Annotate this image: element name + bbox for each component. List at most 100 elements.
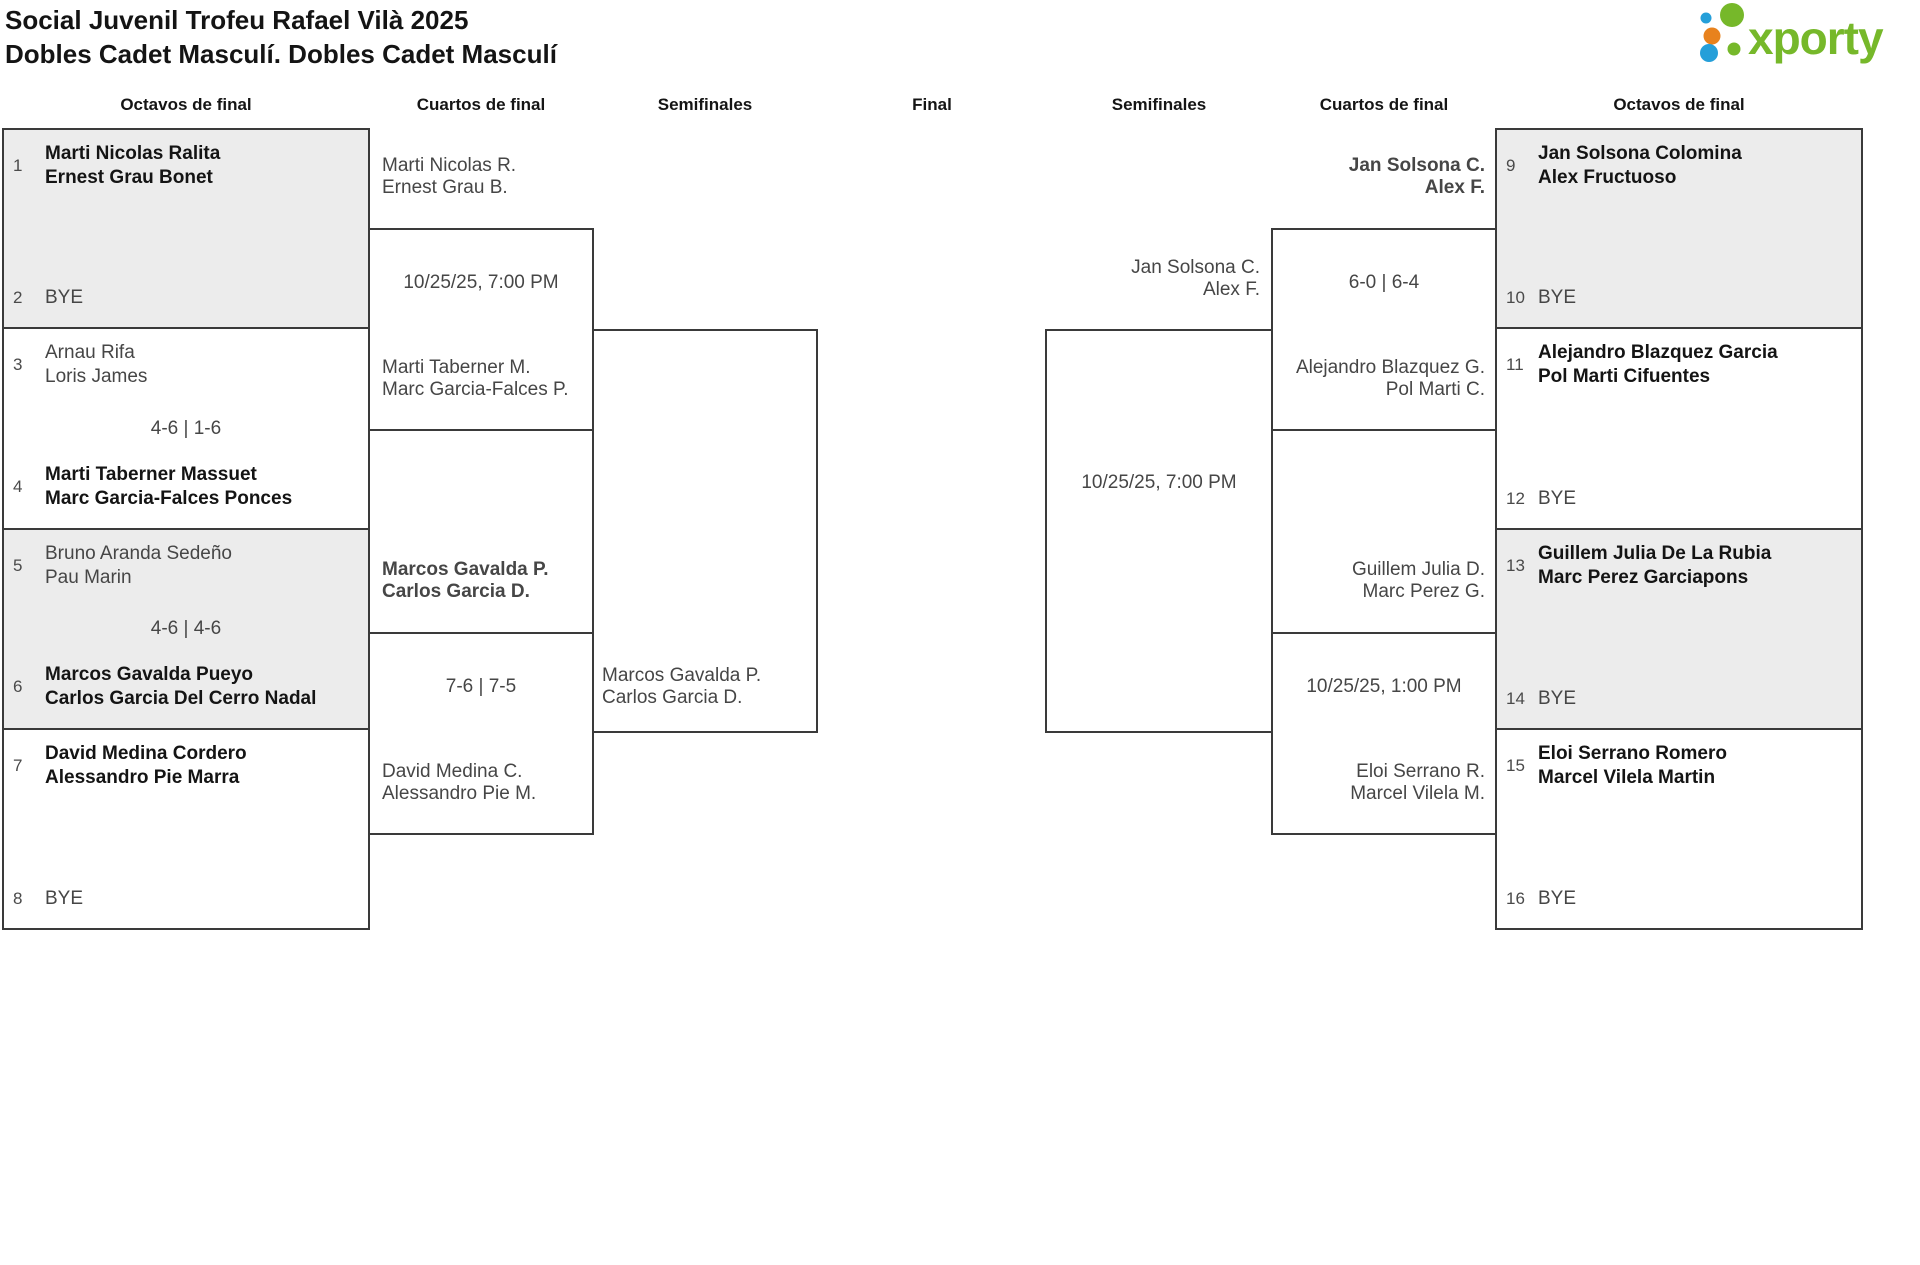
player-name: Jan Solsona C.	[1131, 257, 1260, 278]
player-name: Alex Fructuoso	[1538, 167, 1677, 188]
qf4-match-box: 10/25/25, 1:00 PM	[1271, 632, 1497, 835]
seed-number: 10	[1506, 288, 1525, 307]
logo-dots-icon	[1700, 3, 1744, 62]
qf1-bottom-team: Marti Taberner M. Marc Garcia-Falces P.	[382, 357, 569, 401]
player-name: Ernest Grau B.	[382, 177, 508, 198]
qf2-bottom-team: David Medina C. Alessandro Pie M.	[382, 761, 536, 805]
seed-number: 4	[13, 477, 23, 496]
seed-number: 7	[13, 756, 23, 775]
player-name: Loris James	[45, 366, 148, 387]
seed-number: 16	[1506, 889, 1525, 908]
qf3-score-or-date: 6-0 | 6-4	[1348, 272, 1420, 293]
qf1-match-box: 10/25/25, 7:00 PM	[368, 228, 594, 431]
team-slot: 16 BYE	[1506, 887, 1853, 911]
qf4-bottom-team: Eloi Serrano R. Marcel Vilela M.	[1285, 761, 1485, 805]
player-name: Marc Perez Garciapons	[1538, 567, 1749, 588]
seed-number: 3	[13, 355, 23, 374]
qf2-score-or-date: 7-6 | 7-5	[445, 676, 517, 697]
page-title: Social Juvenil Trofeu Rafael Vilà 2025 D…	[5, 3, 557, 71]
player-name: Pau Marin	[45, 567, 132, 588]
player-name: Guillem Julia D.	[1351, 559, 1485, 580]
seed-number: 8	[13, 889, 23, 908]
player-name: Marc Garcia-Falces Ponces	[45, 488, 293, 509]
player-name: Alejandro Blazquez Garcia	[1538, 342, 1778, 363]
sf1-bottom-team: Marcos Gavalda P. Carlos Garcia D.	[602, 665, 761, 709]
player-name: Pol Marti Cifuentes	[1538, 366, 1711, 387]
seed-number: 15	[1506, 756, 1525, 775]
seed-number: 5	[13, 556, 23, 575]
player-name: Marti Taberner Massuet	[45, 464, 257, 485]
player-name: BYE	[1538, 488, 1577, 509]
player-name: Alex F.	[1424, 177, 1485, 198]
category-name: Dobles Cadet Masculí. Dobles Cadet Mascu…	[5, 39, 557, 69]
player-name: Carlos Garcia Del Cerro Nadal	[45, 688, 317, 709]
player-name: Pol Marti C.	[1385, 379, 1485, 400]
qf3-bottom-team: Alejandro Blazquez G. Pol Marti C.	[1285, 357, 1485, 401]
player-name: BYE	[45, 287, 84, 308]
sf2-score-or-date: 10/25/25, 7:00 PM	[1081, 472, 1237, 493]
player-name: Alex F.	[1202, 279, 1260, 300]
team-slot: 8 BYE	[13, 887, 360, 911]
seed-number: 13	[1506, 556, 1525, 575]
player-name: Guillem Julia De La Rubia	[1538, 543, 1772, 564]
player-name: Eloi Serrano Romero	[1538, 743, 1727, 764]
player-name: Arnau Rifa	[45, 342, 135, 363]
qf3-match-box: 6-0 | 6-4	[1271, 228, 1497, 431]
player-name: Alessandro Pie Marra	[45, 767, 240, 788]
player-name: Marti Taberner M.	[382, 357, 531, 378]
round-header-final: Final	[912, 95, 952, 114]
player-name: Alejandro Blazquez G.	[1295, 357, 1485, 378]
round-header-octavos-left: Octavos de final	[120, 95, 252, 114]
player-name: Jan Solsona C.	[1348, 155, 1485, 176]
qf2-match-box: 7-6 | 7-5	[368, 632, 594, 835]
player-name: Marcos Gavalda P.	[382, 559, 549, 580]
sf2-top-team: Jan Solsona C. Alex F.	[1060, 257, 1260, 301]
round-header-semis-right: Semifinales	[1111, 95, 1207, 114]
match-score: 4-6 | 1-6	[150, 417, 222, 439]
qf1-score-or-date: 10/25/25, 7:00 PM	[403, 272, 559, 293]
qf1-top-team: Marti Nicolas R. Ernest Grau B.	[382, 155, 516, 199]
player-name: Ernest Grau Bonet	[45, 167, 213, 188]
player-name: Marcos Gavalda P.	[602, 665, 762, 686]
seed-number: 2	[13, 288, 23, 307]
player-name: Marc Perez G.	[1362, 581, 1485, 602]
team-slot: 12 BYE	[1506, 487, 1853, 511]
player-name: David Medina Cordero	[45, 743, 247, 764]
qf3-top-team: Jan Solsona C. Alex F.	[1285, 155, 1485, 199]
seed-number: 12	[1506, 489, 1525, 508]
player-name: BYE	[1538, 287, 1577, 308]
player-name: BYE	[1538, 888, 1577, 909]
team-slot: 10 BYE	[1506, 286, 1853, 310]
player-name: Marcel Vilela M.	[1350, 783, 1485, 804]
player-name: Marcos Gavalda Pueyo	[45, 664, 254, 685]
round-header-cuartos-right: Cuartos de final	[1319, 95, 1449, 114]
player-name: Marti Nicolas Ralita	[45, 143, 221, 164]
qf4-score-or-date: 10/25/25, 1:00 PM	[1306, 676, 1462, 697]
player-name: Jan Solsona Colomina	[1538, 143, 1742, 164]
player-name: Eloi Serrano R.	[1356, 761, 1485, 782]
tournament-name: Social Juvenil Trofeu Rafael Vilà 2025	[5, 5, 469, 35]
seed-number: 9	[1506, 156, 1516, 175]
sf2-match-box: 10/25/25, 7:00 PM	[1045, 329, 1273, 733]
player-name: Marti Nicolas R.	[382, 155, 517, 176]
round-header-cuartos-left: Cuartos de final	[416, 95, 546, 114]
player-name: Marcel Vilela Martin	[1538, 767, 1716, 788]
xporty-logo[interactable]: xporty	[1692, 2, 1914, 66]
team-slot: 14 BYE	[1506, 687, 1853, 711]
sf1-match-box	[592, 329, 818, 733]
seed-number: 6	[13, 677, 23, 696]
qf2-top-team: Marcos Gavalda P. Carlos Garcia D.	[382, 559, 549, 603]
